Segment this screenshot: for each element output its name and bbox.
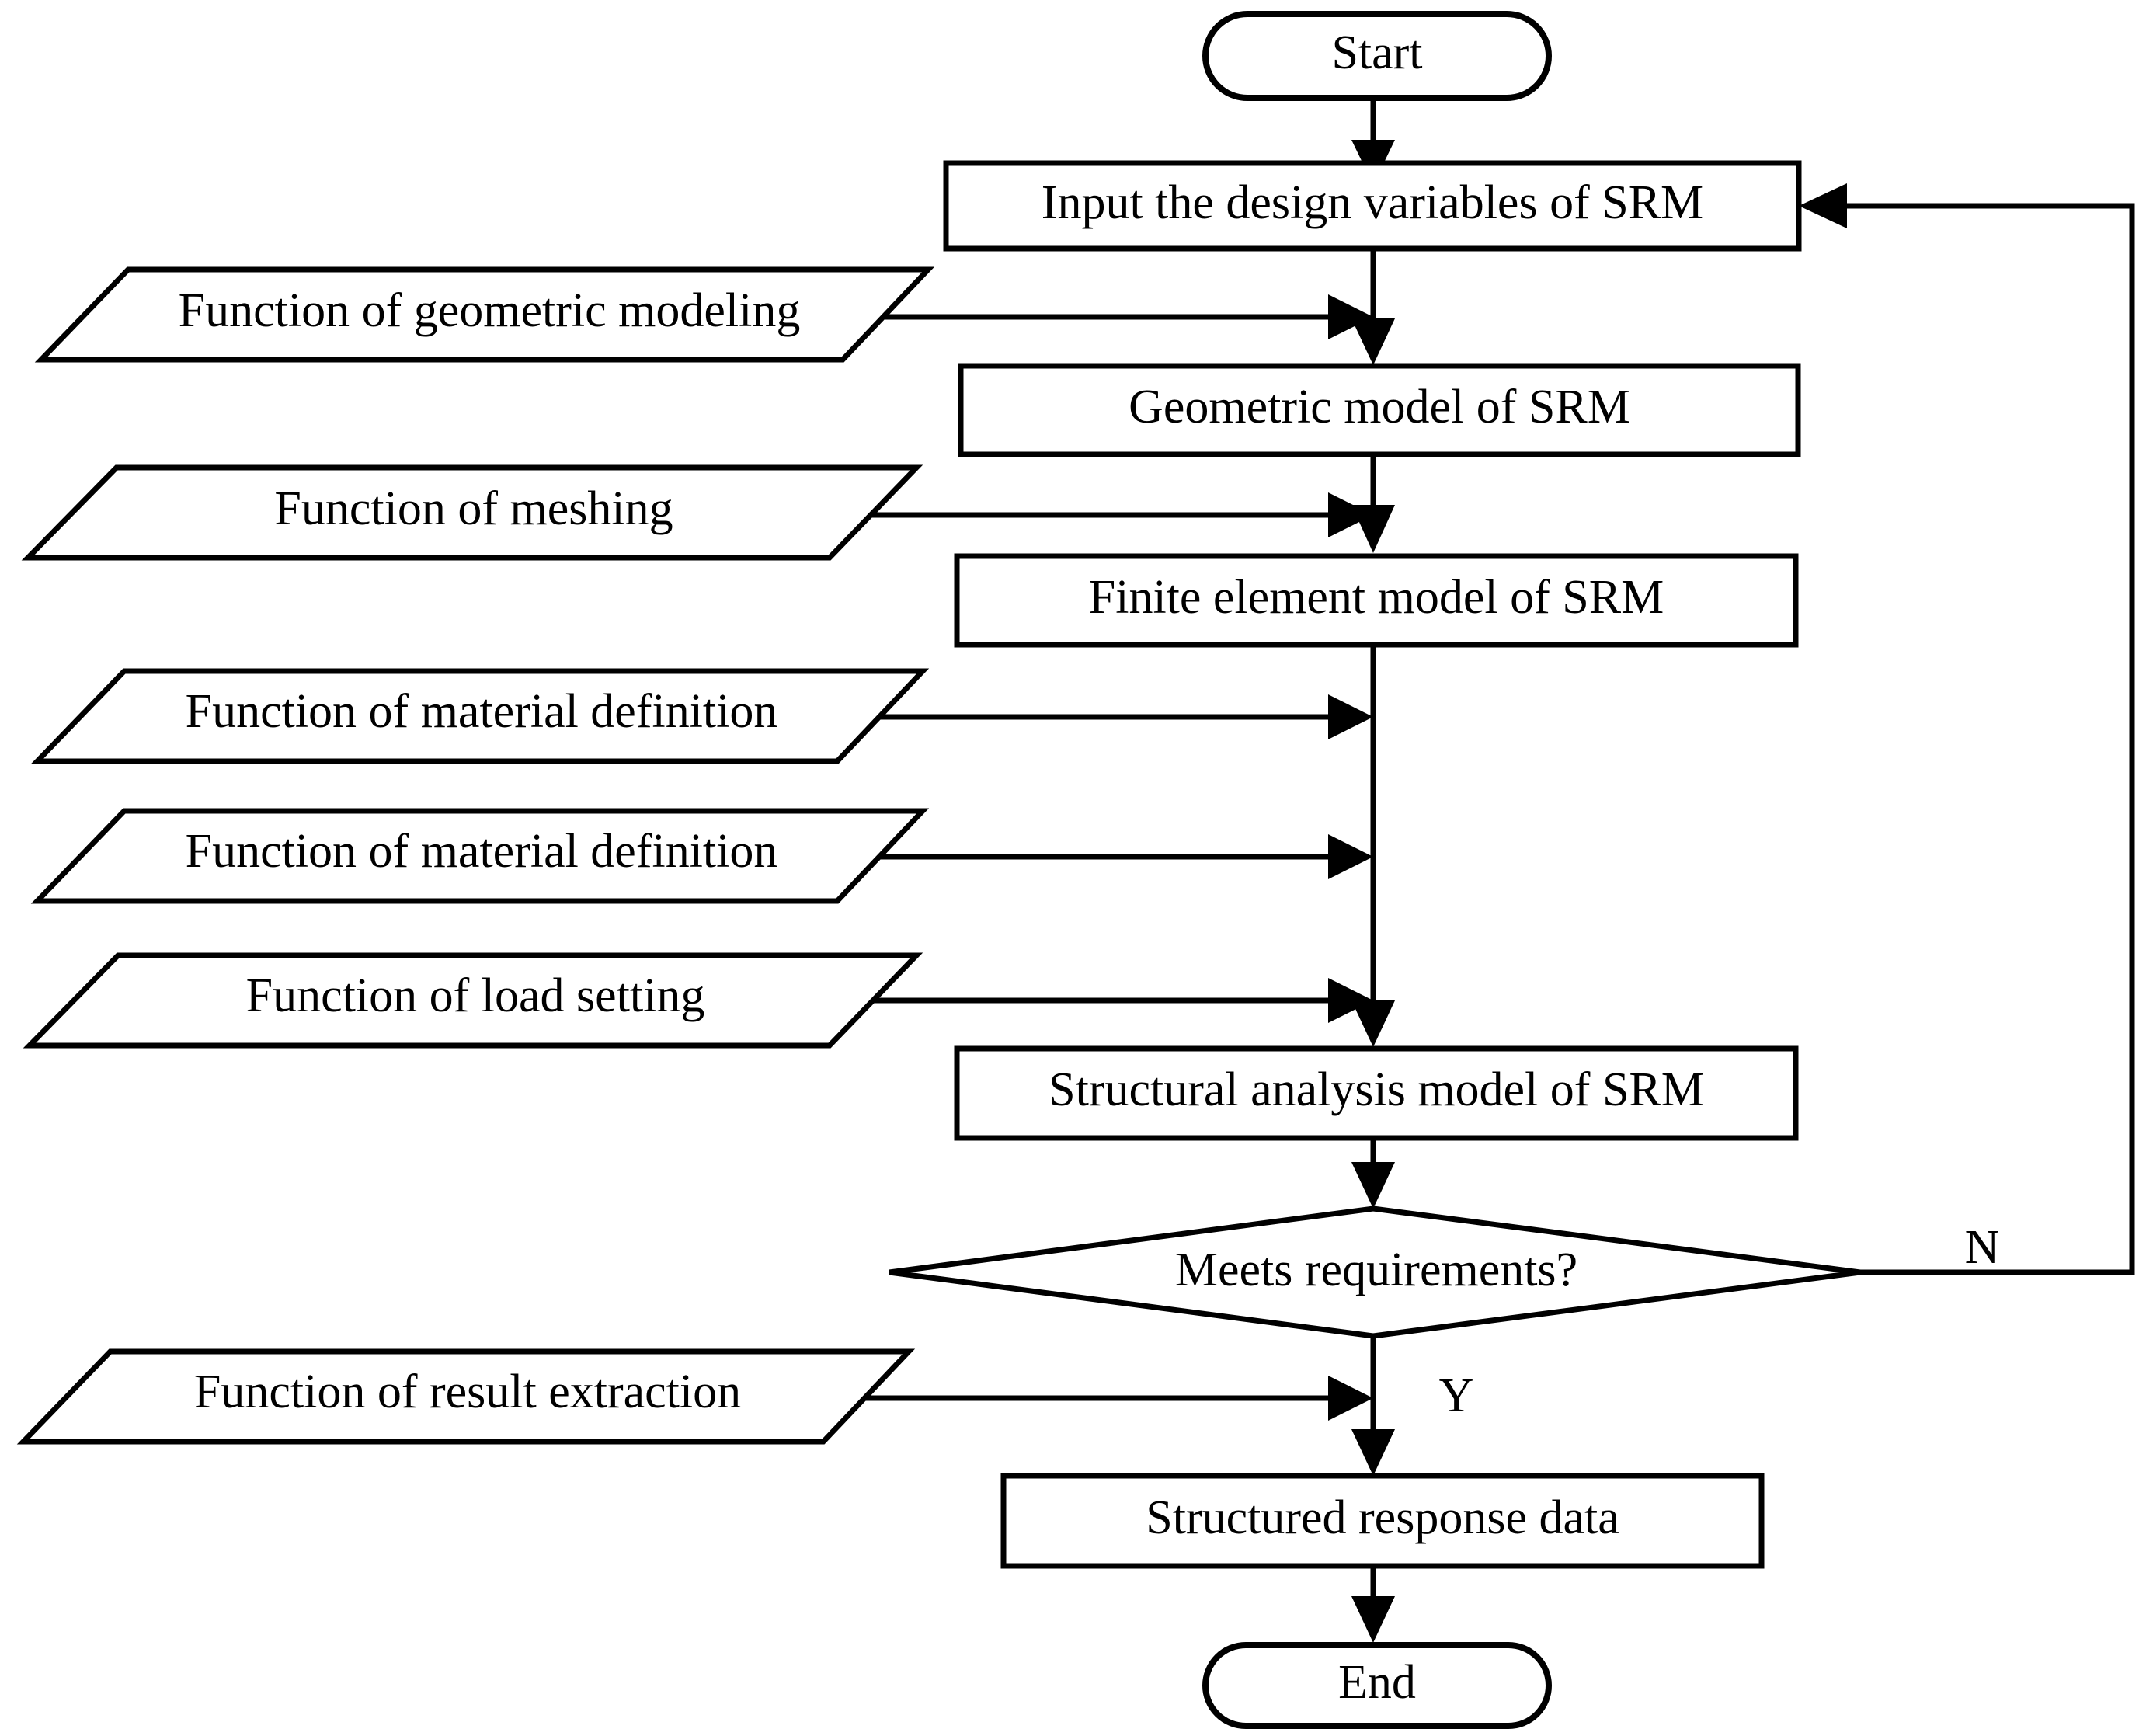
input-box-label: Input the design variables of SRM xyxy=(1042,176,1703,229)
terminator-end[interactable]: End xyxy=(1202,1642,1552,1729)
process-geometric-model[interactable]: Geometric model of SRM xyxy=(958,363,1801,457)
connector-meshing-to-main xyxy=(871,492,1373,537)
fem-box-label: Finite element model of SRM xyxy=(1089,571,1664,624)
decision-meets-requirements[interactable]: Meets requirements? xyxy=(889,1205,1861,1339)
load-setting-parallelogram-shape xyxy=(23,952,923,1049)
input-function-material-definition-1[interactable]: Function of material definition xyxy=(30,668,930,764)
geometric-modeling-parallelogram-shape xyxy=(34,266,935,363)
connector-decision-yes-to-response xyxy=(1351,1336,1395,1476)
connector-result-extraction-to-main xyxy=(864,1376,1373,1421)
meshing-parallelogram-shape xyxy=(21,464,923,561)
start-label: Start xyxy=(1331,26,1422,79)
branch-label-yes: Y xyxy=(1439,1369,1474,1422)
response-box-label: Structured response data xyxy=(1146,1491,1619,1544)
connector-response-to-end xyxy=(1351,1566,1395,1643)
result-extraction-label: Function of result extraction xyxy=(194,1365,741,1418)
decision-label: Meets requirements? xyxy=(1175,1244,1577,1296)
structural-box-shape xyxy=(954,1045,1799,1141)
process-input-design-variables[interactable]: Input the design variables of SRM xyxy=(943,160,1802,252)
input-function-result-extraction[interactable]: Function of result extraction xyxy=(16,1348,916,1445)
material-definition-2-parallelogram-shape xyxy=(30,808,930,904)
start-capsule-shape xyxy=(1202,11,1552,101)
connector-fem-to-structural xyxy=(1351,645,1395,1047)
result-extraction-parallelogram-shape xyxy=(16,1348,916,1445)
geometric-modeling-label: Function of geometric modeling xyxy=(179,284,801,337)
terminator-start[interactable]: Start xyxy=(1202,11,1552,101)
connector-material-definition-1-to-main xyxy=(878,694,1373,739)
connector-geometric-to-fem xyxy=(1351,454,1395,553)
branch-label-no: N xyxy=(1965,1221,2000,1274)
load-setting-label: Function of load setting xyxy=(246,969,705,1022)
input-function-meshing[interactable]: Function of meshing xyxy=(21,464,923,561)
connector-structural-to-decision xyxy=(1351,1138,1395,1209)
process-structured-response-data[interactable]: Structured response data xyxy=(1000,1473,1765,1569)
material-definition-1-label: Function of material definition xyxy=(186,685,778,738)
end-capsule-shape xyxy=(1202,1642,1552,1729)
process-structural-analysis-model[interactable]: Structural analysis model of SRM xyxy=(954,1045,1799,1141)
decision-diamond-shape xyxy=(889,1205,1861,1339)
input-function-material-definition-2[interactable]: Function of material definition xyxy=(30,808,930,904)
meshing-label: Function of meshing xyxy=(274,482,673,535)
connector-input-to-geometric xyxy=(1351,249,1395,365)
end-label: End xyxy=(1338,1656,1416,1709)
connector-decision-no-feedback xyxy=(1799,183,2135,1275)
material-definition-2-label: Function of material definition xyxy=(186,825,778,878)
fem-box-shape xyxy=(954,553,1799,648)
input-function-geometric-modeling[interactable]: Function of geometric modeling xyxy=(34,266,935,363)
input-function-load-setting[interactable]: Function of load setting xyxy=(23,952,923,1049)
material-definition-1-parallelogram-shape xyxy=(30,668,930,764)
response-box-shape xyxy=(1000,1473,1765,1569)
input-box-shape xyxy=(943,160,1802,252)
connector-material-definition-2-to-main xyxy=(878,834,1373,879)
geometric-box-label: Geometric model of SRM xyxy=(1129,381,1630,433)
geometric-box-shape xyxy=(958,363,1801,457)
structural-box-label: Structural analysis model of SRM xyxy=(1049,1063,1704,1116)
connector-geometric-modeling-to-main xyxy=(885,294,1373,339)
connector-load-setting-to-main xyxy=(871,978,1373,1023)
process-finite-element-model[interactable]: Finite element model of SRM xyxy=(954,553,1799,648)
